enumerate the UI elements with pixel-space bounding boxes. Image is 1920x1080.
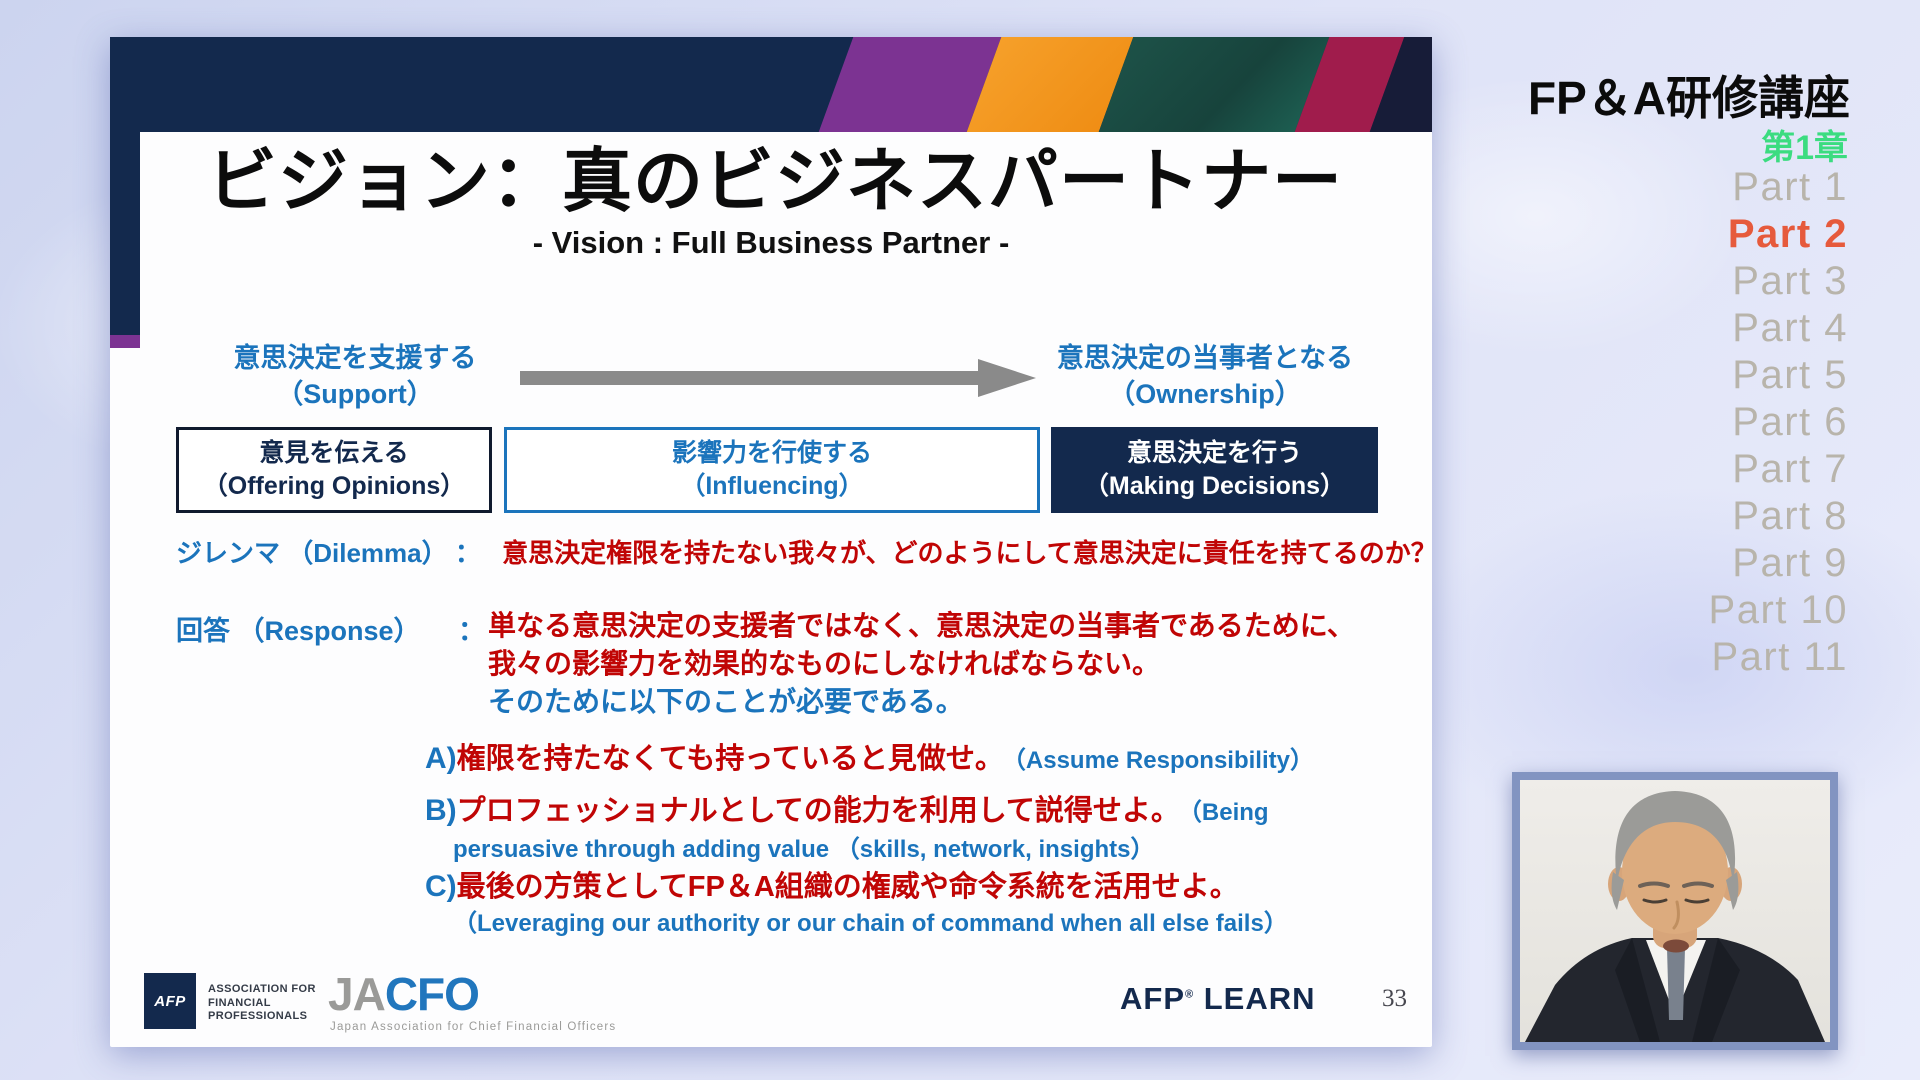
afp-logo: AFP bbox=[144, 973, 196, 1029]
point-a-key: A) bbox=[425, 742, 457, 775]
response-line-2: 我々の影響力を効果的なものにしなければならない。 bbox=[488, 648, 1161, 679]
afp-learn-brand: AFP bbox=[1120, 981, 1185, 1016]
slide-subtitle: - Vision : Full Business Partner - bbox=[532, 225, 1010, 260]
registered-mark-icon: ® bbox=[1185, 988, 1195, 1001]
afp-logo-text: AFP bbox=[154, 992, 186, 1010]
slide-left-accent-tip bbox=[110, 335, 140, 348]
box-influencing-jp: 影響力を行使する bbox=[671, 439, 872, 467]
right-arrow-icon bbox=[520, 359, 1036, 397]
jacfo-ja: JA bbox=[328, 968, 386, 1020]
point-b-en: （Being bbox=[1189, 799, 1269, 826]
box-offering-opinions-en: （Offering Opinions） bbox=[202, 472, 466, 500]
jacfo-subtitle: Japan Association for Chief Financial Of… bbox=[330, 1021, 617, 1033]
afp-line-2: FINANCIAL bbox=[208, 996, 271, 1009]
afp-learn-logo: AFP® LEARN bbox=[1120, 981, 1316, 1017]
jacfo-logo: JACFO bbox=[328, 967, 480, 1021]
point-a: A)権限を持たなくても持っていると見做せ。 （Assume Responsibil… bbox=[425, 735, 1314, 777]
sidebar-item-part-10[interactable]: Part 10 bbox=[1708, 588, 1848, 632]
afp-line-1: ASSOCIATION FOR bbox=[208, 983, 316, 995]
slide: ビジョン：真のビジネスパートナー - Vision : Full Busines… bbox=[110, 37, 1437, 1047]
response-line-1: 単なる意思決定の支援者ではなく、意思決定の当事者であるために、 bbox=[488, 610, 1355, 641]
box-making-decisions-jp: 意思決定を行う bbox=[1126, 439, 1302, 467]
dilemma-text: 意思決定権限を持たない我々が、どのようにして意思決定に責任を持てるのか？ bbox=[502, 538, 1437, 568]
spectrum-label-ownership: 意思決定の当事者となる （Ownership） bbox=[1030, 340, 1380, 412]
course-title: FP＆A研修講座 bbox=[1528, 72, 1850, 124]
point-b-continuation: persuasive through adding value （skills,… bbox=[453, 836, 1155, 863]
sidebar-item-part-2[interactable]: Part 2 bbox=[1727, 212, 1848, 256]
sidebar-item-part-4[interactable]: Part 4 bbox=[1732, 306, 1848, 350]
point-b-text: プロフェッショナルとしての能力を利用して説得せよ。 bbox=[456, 795, 1180, 827]
point-c: C)最後の方策としてFP＆A組織の権威や命令系統を活用せよ。 bbox=[425, 863, 1239, 905]
spectrum-label-support: 意思決定を支援する （Support） bbox=[200, 340, 510, 412]
dilemma-line: ジレンマ （Dilemma） ： 意思決定権限を持たない我々が、どのようにして意… bbox=[176, 533, 1437, 570]
box-offering-opinions-jp: 意見を伝える bbox=[259, 439, 409, 467]
box-offering-opinions: 意見を伝える （Offering Opinions） bbox=[176, 427, 492, 513]
chapter-label: 第1章 bbox=[1761, 129, 1848, 167]
sidebar-item-part-6[interactable]: Part 6 bbox=[1732, 400, 1848, 444]
support-jp: 意思決定を支援する bbox=[233, 343, 477, 373]
box-making-decisions: 意思決定を行う （Making Decisions） bbox=[1051, 427, 1378, 513]
support-en: （Support） bbox=[276, 379, 434, 409]
slide-page-number: 33 bbox=[1382, 985, 1407, 1012]
spectrum-boxes: 意見を伝える （Offering Opinions） 影響力を行使する （Inf… bbox=[110, 427, 1432, 513]
ownership-jp: 意思決定の当事者となる bbox=[1056, 343, 1354, 373]
sidebar-item-part-3[interactable]: Part 3 bbox=[1732, 259, 1848, 303]
jacfo-cfo: CFO bbox=[384, 968, 480, 1020]
sidebar-item-part-11[interactable]: Part 11 bbox=[1711, 635, 1848, 679]
box-making-decisions-en: （Making Decisions） bbox=[1083, 472, 1346, 500]
afp-association-text: ASSOCIATION FOR FINANCIAL PROFESSIONALS bbox=[208, 983, 316, 1024]
sidebar-item-part-8[interactable]: Part 8 bbox=[1732, 494, 1848, 538]
slide-left-accent bbox=[110, 132, 140, 335]
slide-title: ビジョン：真のビジネスパートナー bbox=[207, 142, 1343, 220]
response-colon: ： bbox=[458, 616, 485, 646]
afp-line-3: PROFESSIONALS bbox=[208, 1010, 308, 1022]
band-stripe-teal bbox=[1095, 37, 1333, 132]
slide-header-band bbox=[110, 37, 1432, 132]
response-text: 単なる意思決定の支援者ではなく、意思決定の当事者であるために、 我々の影響力を効… bbox=[488, 607, 1355, 721]
point-a-text: 権限を持たなくても持っていると見做せ。 bbox=[456, 743, 1004, 775]
point-a-en: （Assume Responsibility） bbox=[1013, 747, 1314, 774]
sidebar-item-part-7[interactable]: Part 7 bbox=[1732, 447, 1848, 491]
point-c-continuation: （Leveraging our authority or our chain o… bbox=[453, 910, 1288, 937]
ownership-en: （Ownership） bbox=[1108, 379, 1302, 409]
part-navigation: Part 1 Part 2 Part 3 Part 4 Part 5 Part … bbox=[1709, 164, 1848, 681]
presenter-illustration bbox=[1520, 780, 1830, 1042]
dilemma-label: ジレンマ （Dilemma） ： bbox=[176, 538, 481, 568]
sidebar-item-part-5[interactable]: Part 5 bbox=[1732, 353, 1848, 397]
point-c-key: C) bbox=[425, 870, 457, 903]
response-line-3: そのために以下のことが必要である。 bbox=[488, 686, 964, 717]
point-c-text: 最後の方策としてFP＆A組織の権威や命令系統を活用せよ。 bbox=[456, 871, 1239, 903]
point-b: B)プロフェッショナルとしての能力を利用して説得せよ。 （Being bbox=[425, 787, 1269, 829]
afp-learn-word: LEARN bbox=[1194, 981, 1316, 1016]
box-influencing: 影響力を行使する （Influencing） bbox=[504, 427, 1040, 513]
sidebar-item-part-9[interactable]: Part 9 bbox=[1732, 541, 1848, 585]
box-influencing-en: （Influencing） bbox=[680, 472, 864, 500]
sidebar-item-part-1[interactable]: Part 1 bbox=[1732, 165, 1848, 209]
point-b-key: B) bbox=[425, 794, 457, 827]
response-label: 回答 （Response） bbox=[176, 616, 421, 646]
presenter-video bbox=[1512, 772, 1838, 1050]
